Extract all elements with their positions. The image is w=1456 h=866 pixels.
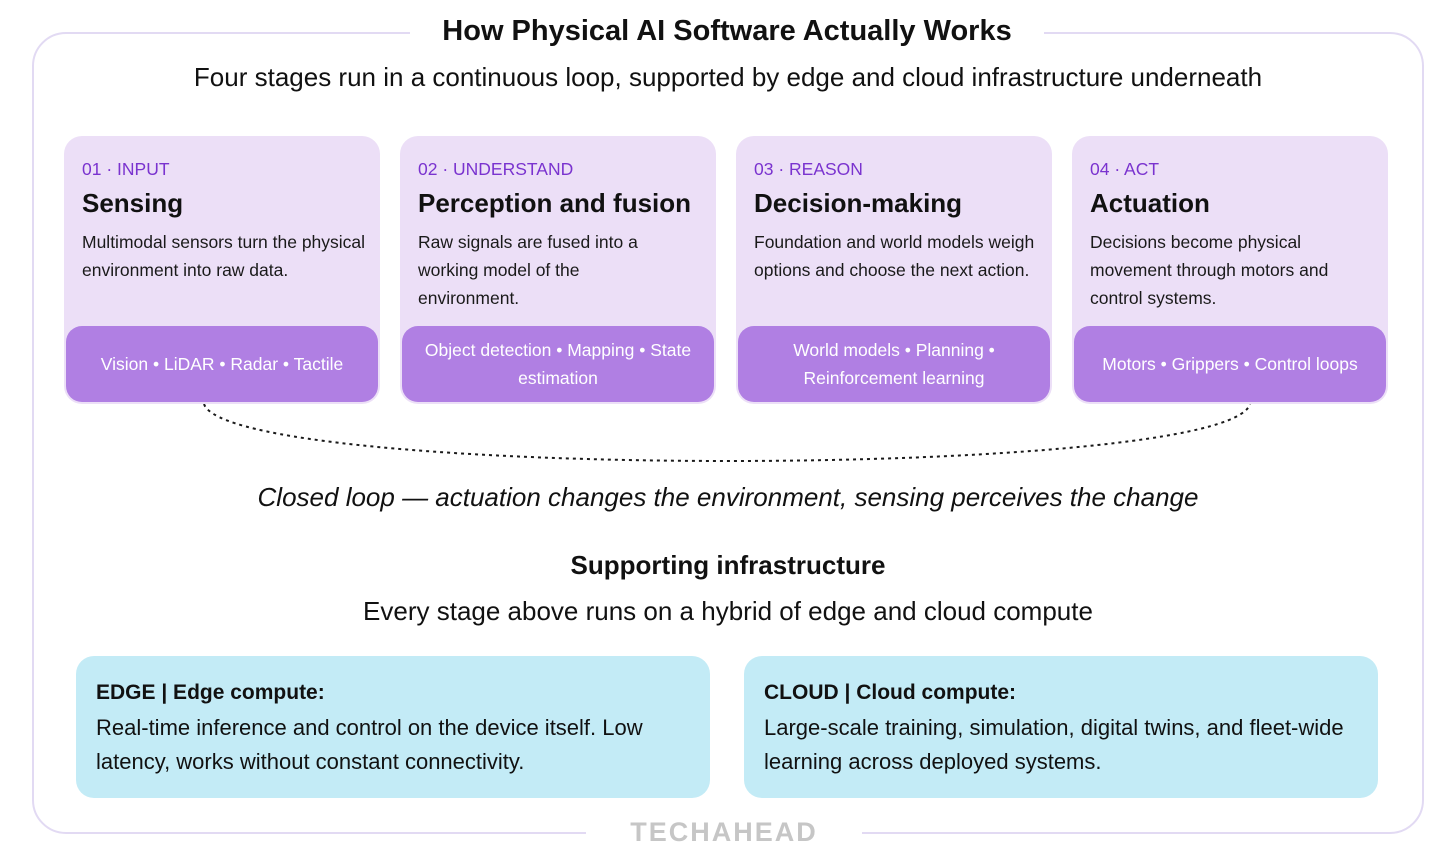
- stage-card-perception: 02 · UNDERSTAND Perception and fusion Ra…: [400, 136, 716, 404]
- stage-title: Perception and fusion: [418, 188, 692, 218]
- stage-tags: World models • Planning • Reinforcement …: [738, 326, 1050, 402]
- stage-title: Actuation: [1090, 188, 1210, 218]
- loop-dotted-arc: [203, 403, 1251, 462]
- stage-title: Sensing: [82, 188, 184, 218]
- stage-tags: Object detection • Mapping • State estim…: [402, 326, 714, 402]
- cloud-compute-heading: CLOUD | Cloud compute:: [764, 681, 1017, 704]
- stage-description: Decisions become physical movement throu…: [1090, 232, 1329, 308]
- page-subtitle: Four stages run in a continuous loop, su…: [193, 62, 1263, 92]
- loop-caption: Closed loop — actuation changes the envi…: [257, 482, 1199, 512]
- stage-card-decision: 03 · REASON Decision-making Foundation a…: [736, 136, 1052, 404]
- stage-step-label: 02 · UNDERSTAND: [418, 159, 574, 179]
- stage-tags: Vision • LiDAR • Radar • Tactile: [66, 326, 378, 402]
- edge-compute-heading: EDGE | Edge compute:: [96, 681, 325, 704]
- edge-compute-box: EDGE | Edge compute: Real-time inference…: [76, 656, 710, 798]
- edge-compute-description: Real-time inference and control on the d…: [96, 715, 643, 774]
- infrastructure-title: Supporting infrastructure: [570, 550, 886, 580]
- page-title: How Physical AI Software Actually Works: [410, 12, 1044, 50]
- stage-step-label: 01 · INPUT: [82, 159, 170, 179]
- stage-tags: Motors • Grippers • Control loops: [1074, 326, 1386, 402]
- infrastructure-subtitle: Every stage above runs on a hybrid of ed…: [363, 596, 1093, 626]
- stage-description: Raw signals are fused into a working mod…: [418, 232, 638, 308]
- stage-description: Foundation and world models weigh option…: [754, 232, 1035, 280]
- stage-step-label: 03 · REASON: [754, 159, 863, 179]
- cloud-compute-box: CLOUD | Cloud compute: Large-scale train…: [744, 656, 1378, 798]
- brand-logo: TECHAHEAD: [586, 814, 862, 850]
- stage-card-actuation: 04 · ACT Actuation Decisions become phys…: [1072, 136, 1388, 404]
- stage-step-label: 04 · ACT: [1090, 159, 1160, 179]
- stage-card-sensing: 01 · INPUT Sensing Multimodal sensors tu…: [64, 136, 380, 404]
- cloud-compute-description: Large-scale training, simulation, digita…: [764, 715, 1344, 774]
- stage-description: Multimodal sensors turn the physical env…: [82, 232, 366, 280]
- stage-title: Decision-making: [754, 188, 963, 218]
